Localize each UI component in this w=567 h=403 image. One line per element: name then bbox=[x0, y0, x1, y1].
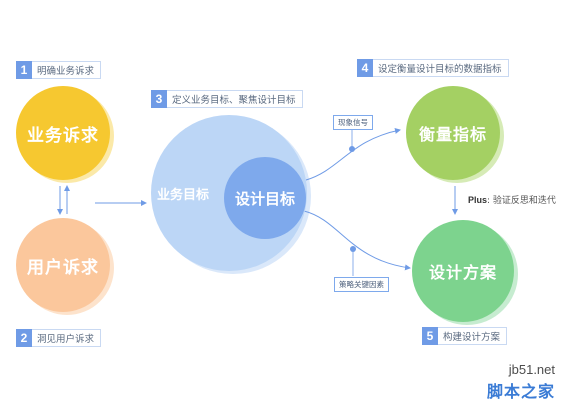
strategy-factors-tag: 策略关键因素 bbox=[334, 277, 389, 292]
design-plan-circle: 设计方案 bbox=[412, 220, 514, 322]
step-3: 3 定义业务目标、聚焦设计目标 bbox=[151, 89, 303, 109]
metrics-label: 衡量指标 bbox=[418, 125, 487, 144]
user-need-circle: 用户诉求 bbox=[16, 218, 110, 312]
step-3-number: 3 bbox=[151, 90, 167, 108]
step-4-label: 设定衡量设计目标的数据指标 bbox=[373, 59, 509, 77]
step-2: 2 洞见用户诉求 bbox=[16, 328, 102, 348]
arrow-goal-to-metrics bbox=[305, 128, 401, 181]
step-1-label: 明确业务诉求 bbox=[32, 61, 102, 79]
design-plan-label: 设计方案 bbox=[428, 263, 497, 282]
step-4: 4 设定衡量设计目标的数据指标 bbox=[357, 58, 509, 78]
design-goal-label: 设计目标 bbox=[234, 189, 295, 208]
business-need-label: 业务诉求 bbox=[27, 125, 99, 146]
watermark-site-name: 脚本之家 bbox=[486, 382, 555, 401]
step-4-number: 4 bbox=[357, 59, 373, 77]
metrics-circle: 衡量指标 bbox=[406, 86, 500, 180]
step-5: 5 构建设计方案 bbox=[422, 326, 508, 346]
business-goal-label: 业务目标 bbox=[157, 188, 210, 203]
step-2-number: 2 bbox=[16, 329, 32, 347]
design-goal-circle: 设计目标 bbox=[224, 157, 306, 239]
user-need-label: 用户诉求 bbox=[27, 257, 99, 278]
watermark-url: jb51.net bbox=[508, 362, 555, 377]
step-5-label: 构建设计方案 bbox=[438, 327, 508, 345]
step-1-number: 1 bbox=[16, 61, 32, 79]
phenomenon-signal-tag: 现象信号 bbox=[333, 115, 373, 130]
step-1: 1 明确业务诉求 bbox=[16, 60, 102, 80]
plus-note: Plus: 验证反思和迭代 bbox=[468, 193, 556, 206]
plus-note-text: 验证反思和迭代 bbox=[492, 196, 556, 206]
step-5-number: 5 bbox=[422, 327, 438, 345]
business-need-circle: 业务诉求 bbox=[16, 86, 110, 180]
plus-note-separator: : bbox=[487, 196, 493, 206]
plus-note-prefix: Plus bbox=[468, 195, 488, 205]
arrow-goal-to-plan bbox=[303, 210, 411, 271]
step-3-label: 定义业务目标、聚焦设计目标 bbox=[167, 90, 303, 108]
step-2-label: 洞见用户诉求 bbox=[32, 329, 102, 347]
